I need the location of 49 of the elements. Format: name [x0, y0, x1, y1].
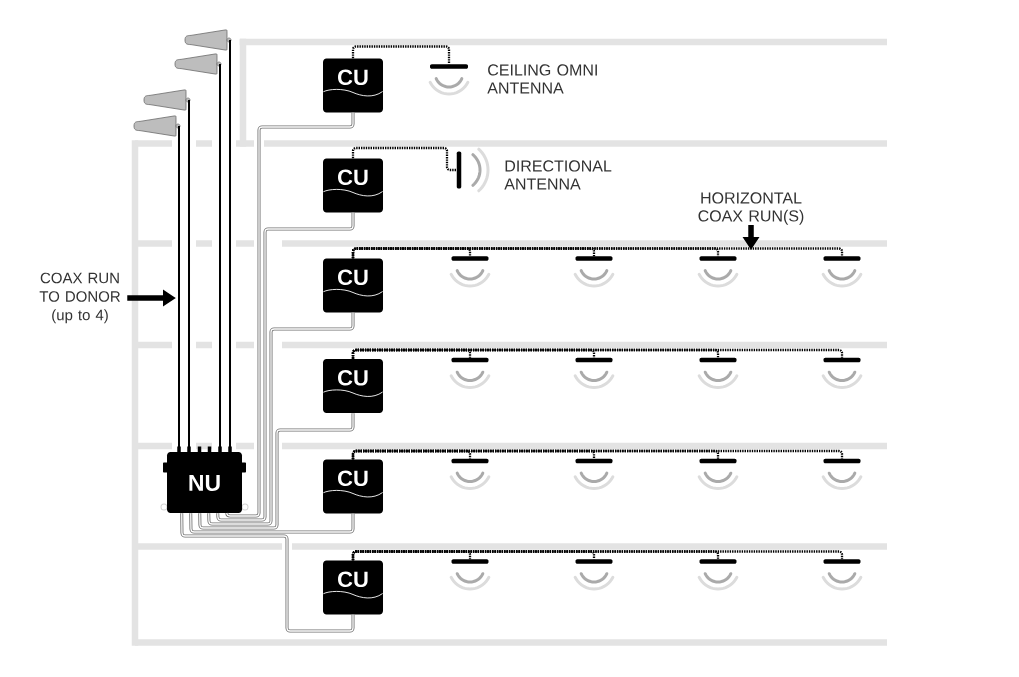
- ceiling-antenna: [451, 357, 489, 363]
- dotted-line: [351, 146, 457, 172]
- coax-line: [229, 39, 231, 453]
- unit-box: CU: [322, 158, 384, 213]
- unit-box: CU: [322, 58, 384, 113]
- ceiling-antenna: [823, 256, 861, 261]
- directional-antenna: [456, 151, 462, 189]
- ceiling-antenna: [451, 256, 489, 261]
- coax-line: [178, 125, 180, 453]
- ceiling-antenna: [451, 458, 489, 464]
- antenna-caption: DIRECTIONAL ANTENNA: [504, 160, 612, 190]
- coax-line: [219, 63, 221, 453]
- ceiling-antenna: [430, 64, 468, 69]
- ceiling-antenna: [699, 559, 737, 564]
- ceiling-antenna: [575, 256, 613, 261]
- unit-box: NU: [160, 446, 249, 513]
- dotted-line: [351, 247, 844, 259]
- cable-line: [216, 212, 355, 522]
- ceiling-antenna: [451, 559, 489, 564]
- ceiling-antenna: [575, 357, 613, 363]
- panel-antenna: [174, 53, 222, 75]
- ceiling-antenna: [575, 458, 613, 464]
- dotted-line: [351, 449, 844, 460]
- panel-antenna: [143, 89, 191, 111]
- coax-line: [188, 99, 190, 453]
- unit-box: CU: [322, 258, 384, 313]
- unit-box: CU: [322, 459, 384, 514]
- cable-line: [207, 312, 355, 526]
- antenna-caption: CEILING OMNI ANTENNA: [487, 64, 597, 94]
- panel-antenna: [184, 29, 232, 51]
- cable-line: [198, 412, 355, 530]
- ceiling-antenna: [699, 357, 737, 363]
- ceiling-antenna: [575, 559, 613, 564]
- ceiling-antenna: [823, 458, 861, 464]
- ceiling-antenna: [823, 357, 861, 363]
- unit-box: CU: [322, 359, 384, 413]
- unit-box: CU: [322, 560, 384, 615]
- cable-line: [189, 512, 355, 534]
- ceiling-antenna: [823, 559, 861, 564]
- dotted-line: [351, 550, 844, 561]
- cable-line: [180, 512, 355, 633]
- dotted-line: [351, 45, 451, 65]
- cable-line: [225, 112, 355, 518]
- callout-text: HORIZONTAL COAX RUN(S): [698, 192, 804, 225]
- panel-antenna: [133, 115, 181, 137]
- ceiling-antenna: [699, 458, 737, 464]
- dotted-line: [351, 348, 844, 359]
- ceiling-antenna: [699, 256, 737, 261]
- callout-text: COAX RUN TO DONOR (up to 4): [39, 272, 120, 324]
